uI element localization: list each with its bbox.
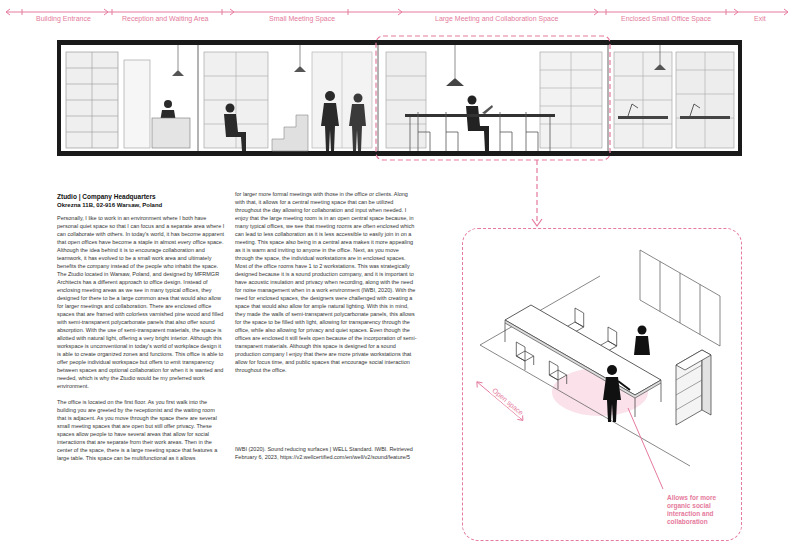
address-line: Okrezna 11B, 02-916 Warsaw, Poland [57, 201, 257, 209]
section-drawing [57, 40, 742, 156]
arrow-head [532, 219, 542, 226]
annotation-label: Open space [490, 385, 526, 417]
body-paragraph: Personally, I like to work in an environ… [57, 214, 225, 390]
axonometric-sketch [477, 250, 720, 489]
text-slot: Large Meeting and Collaboration Space [432, 7, 561, 25]
callout-frame: Open spaceAllows for more organic social… [462, 228, 742, 541]
text-slot: Personally, I like to work in an environ… [57, 214, 225, 390]
title-heading: Ztudio | Company Headquarters [57, 193, 257, 201]
flow-label: Reception and Waiting Area [119, 14, 212, 24]
text-slot: Reception and Waiting Area [119, 7, 212, 25]
annotation-label: Allows for more organic social interacti… [667, 494, 739, 526]
text-slot: IWBI (2020). Sound reducing surfaces | W… [235, 445, 417, 461]
flow-label: Enclosed Small Office Space [618, 14, 714, 24]
text-slot: for larger more formal meetings with tho… [235, 190, 417, 374]
flow-label: Exit [751, 14, 769, 24]
text-slot: Allows for more organic social interacti… [667, 494, 739, 526]
flow-label: Small Meeting Space [266, 14, 338, 24]
body-paragraph: The office is located on the first floor… [57, 398, 225, 462]
flow-label: Building Entrance [33, 14, 94, 24]
highlight-frame [376, 36, 610, 221]
text-slot: Small Meeting Space [266, 7, 338, 25]
text-slot: Exit [751, 7, 769, 25]
reference-note: IWBI (2020). Sound reducing surfaces | W… [235, 445, 417, 461]
text-slot: The office is located on the first floor… [57, 398, 225, 462]
text-slot: Open space [488, 390, 528, 408]
text-slot: Ztudio | Company Headquarters [57, 193, 257, 201]
text-slot: Building Entrance [33, 7, 94, 25]
body-paragraph: for larger more formal meetings with tho… [235, 190, 417, 374]
text-slot: Enclosed Small Office Space [618, 7, 714, 25]
flow-label: Large Meeting and Collaboration Space [432, 14, 561, 24]
text-slot: Okrezna 11B, 02-916 Warsaw, Poland [57, 201, 257, 209]
